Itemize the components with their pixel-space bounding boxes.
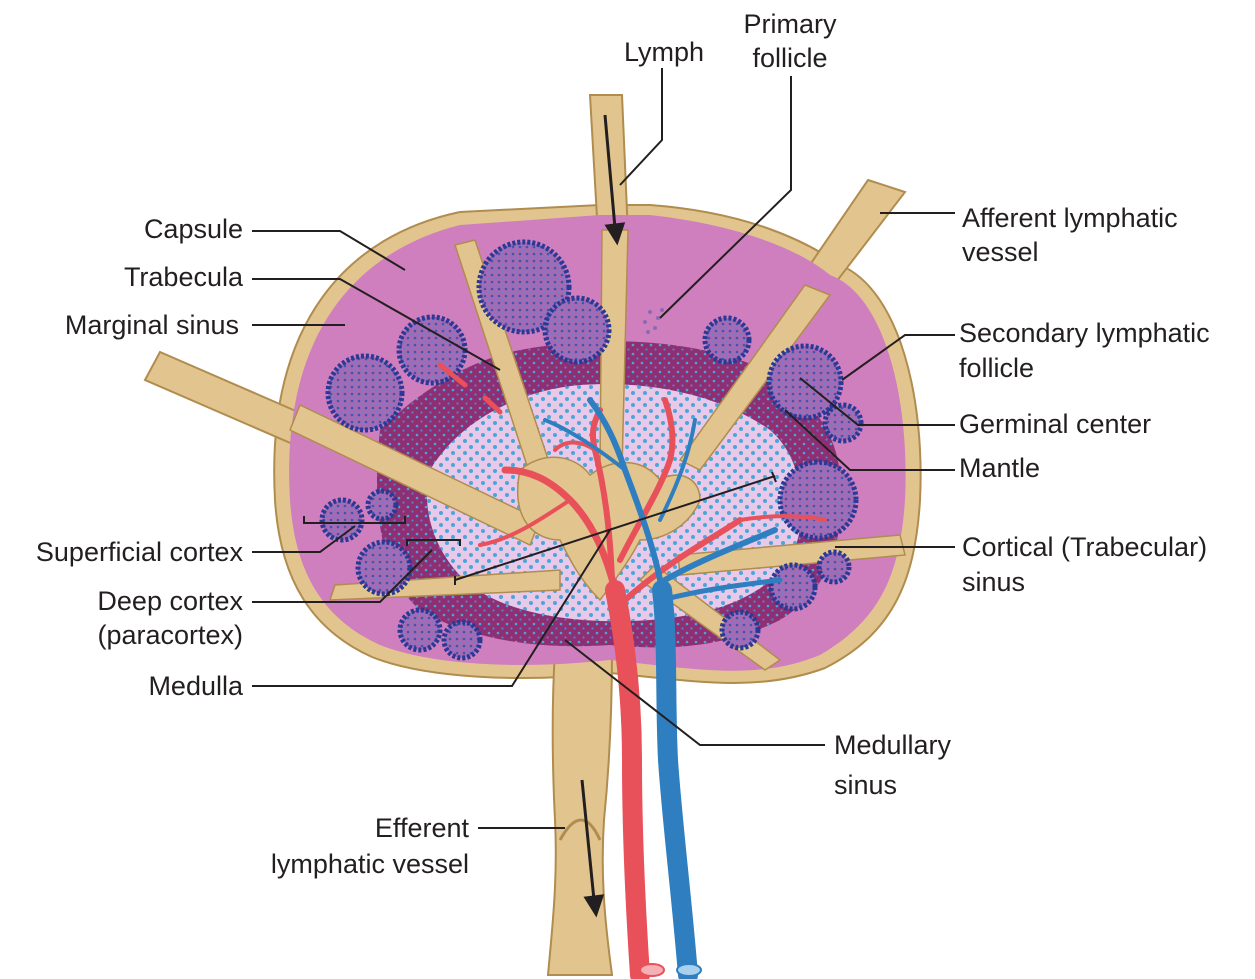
label-cortical-sinus-line1: Cortical (Trabecular)	[962, 532, 1207, 562]
follicle	[322, 500, 362, 540]
label-mantle: Mantle	[959, 453, 1040, 483]
label-capsule: Capsule	[144, 214, 243, 244]
label-secondary-follicle-line2: follicle	[959, 353, 1034, 383]
label-deep-cortex-line2: (paracortex)	[97, 620, 243, 650]
follicle	[400, 610, 440, 650]
label-efferent-line1: Efferent	[375, 813, 470, 843]
label-marginal-sinus: Marginal sinus	[65, 310, 239, 340]
label-lymph: Lymph	[624, 37, 704, 67]
label-medullary-sinus-line1: Medullary	[834, 730, 952, 760]
label-afferent-line2: vessel	[962, 237, 1039, 267]
vein-end	[677, 964, 701, 976]
label-medullary-sinus-line2: sinus	[834, 770, 897, 800]
label-secondary-follicle-line1: Secondary lymphatic	[959, 318, 1210, 348]
efferent-vessel-shape	[548, 650, 612, 975]
follicle	[780, 462, 856, 538]
artery-end	[640, 964, 664, 976]
label-medulla: Medulla	[148, 671, 244, 701]
label-trabecula: Trabecula	[124, 262, 244, 292]
label-efferent-line2: lymphatic vessel	[271, 849, 469, 879]
label-cortical-sinus-line2: sinus	[962, 567, 1025, 597]
follicle	[545, 298, 609, 362]
follicle	[819, 552, 849, 582]
follicle	[444, 622, 480, 658]
label-primary-follicle-line1: Primary	[744, 9, 837, 39]
follicle	[705, 318, 749, 362]
follicle	[358, 542, 410, 594]
label-deep-cortex-line1: Deep cortex	[97, 586, 243, 616]
label-germinal-center: Germinal center	[959, 409, 1151, 439]
label-superficial-cortex: Superficial cortex	[36, 537, 244, 567]
follicle	[328, 356, 402, 430]
follicle	[771, 565, 815, 609]
follicle	[399, 317, 465, 383]
label-primary-follicle-line2: follicle	[752, 43, 827, 73]
follicle	[722, 612, 758, 648]
follicle	[368, 491, 396, 519]
label-afferent-line1: Afferent lymphatic	[962, 203, 1178, 233]
